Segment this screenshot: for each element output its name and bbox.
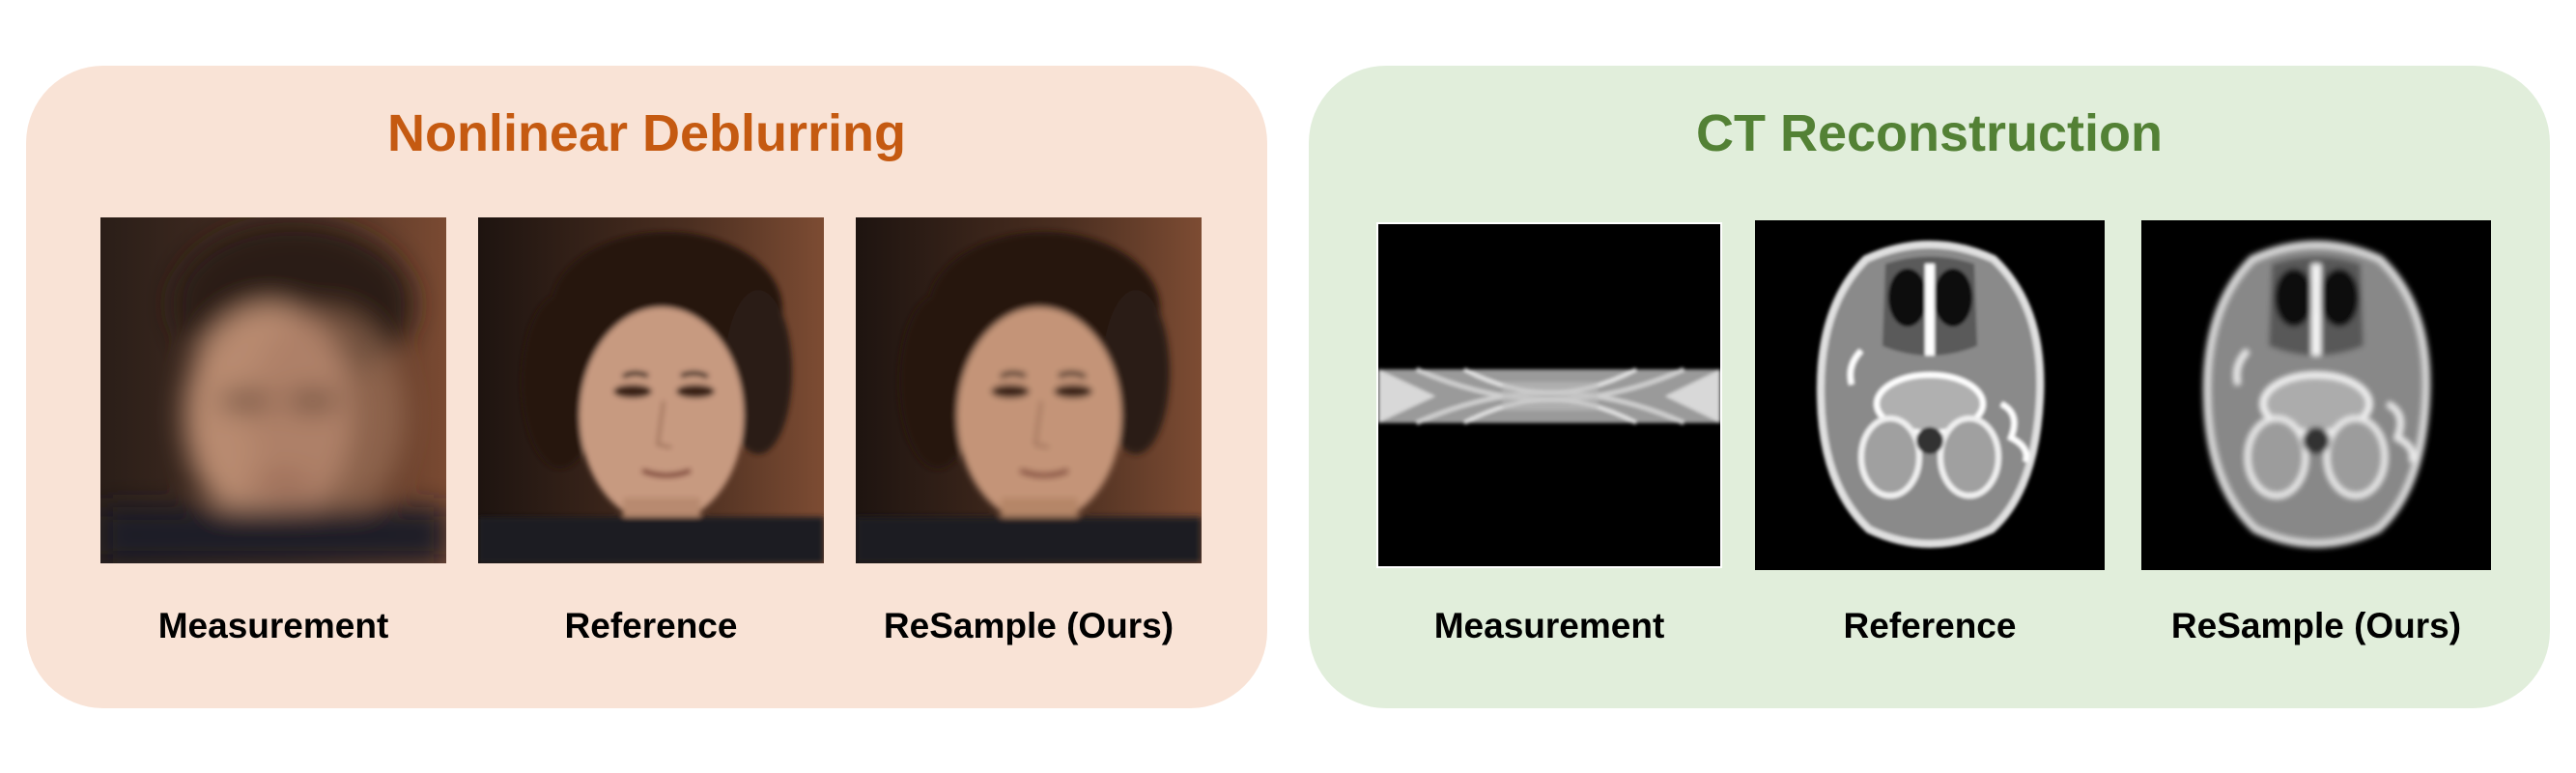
ct-resample-image xyxy=(2141,220,2491,570)
deblur-reference-caption: Reference xyxy=(564,606,738,645)
ct-measurement-caption: Measurement xyxy=(1433,606,1665,645)
ct-measurement-image xyxy=(1376,222,1722,568)
ct-panel: CT Reconstruction xyxy=(1309,66,2550,708)
deblur-reference-image xyxy=(478,217,824,563)
deblur-resample-caption: ReSample (Ours) xyxy=(883,606,1175,645)
deblur-measurement-caption: Measurement xyxy=(157,606,389,645)
deblur-measurement-image xyxy=(100,217,446,563)
deblur-resample-image xyxy=(856,217,1202,563)
ct-reference-caption: Reference xyxy=(1843,606,2017,645)
panel-title: CT Reconstruction xyxy=(1695,104,2164,162)
ct-reference-image xyxy=(1755,220,2105,570)
panel-title: Nonlinear Deblurring xyxy=(386,104,907,162)
deblurring-panel: Nonlinear Deblurring xyxy=(26,66,1267,708)
ct-resample-caption: ReSample (Ours) xyxy=(2170,606,2462,645)
